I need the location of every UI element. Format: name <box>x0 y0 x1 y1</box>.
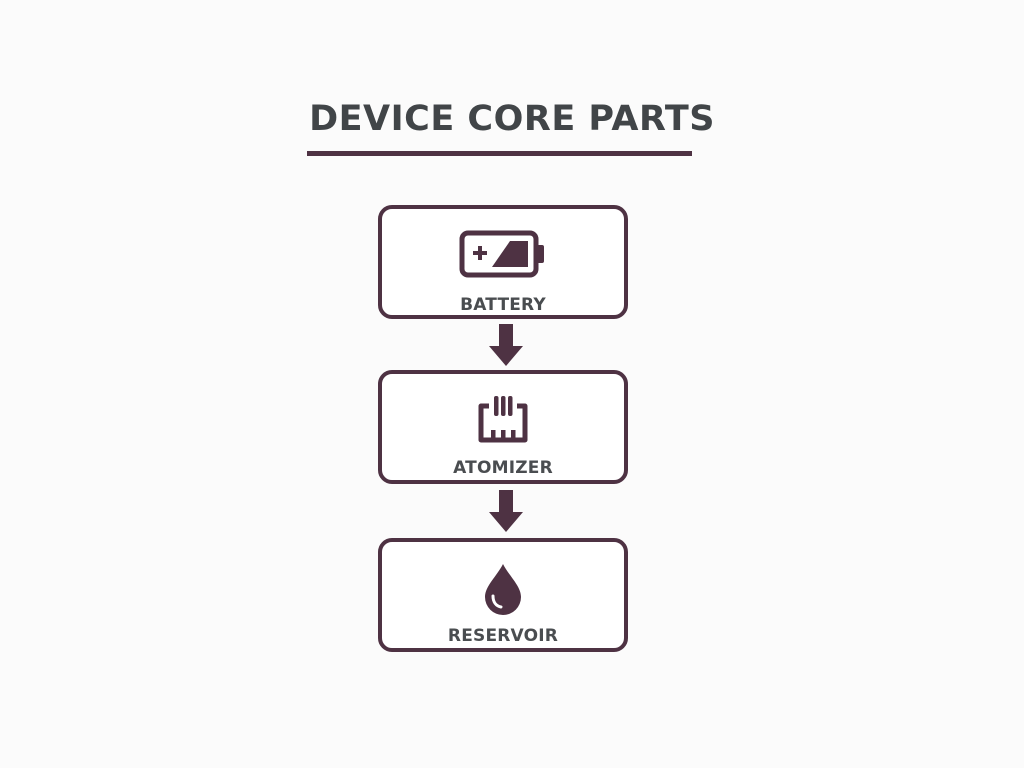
node-label: RESERVOIR <box>447 626 559 646</box>
battery-icon <box>459 230 544 278</box>
node-reservoir: RESERVOIR <box>378 538 628 652</box>
diagram-title: DEVICE CORE PARTS <box>309 99 715 139</box>
arrow-down-icon <box>489 490 523 532</box>
node-battery: BATTERY <box>378 205 628 319</box>
node-label: ATOMIZER <box>453 458 553 478</box>
droplet-icon <box>485 564 521 615</box>
title-underline <box>307 151 692 156</box>
atomizer-coil-icon <box>478 396 528 443</box>
node-atomizer: ATOMIZER <box>378 370 628 484</box>
node-label: BATTERY <box>460 295 546 315</box>
arrow-down-icon <box>489 324 523 366</box>
